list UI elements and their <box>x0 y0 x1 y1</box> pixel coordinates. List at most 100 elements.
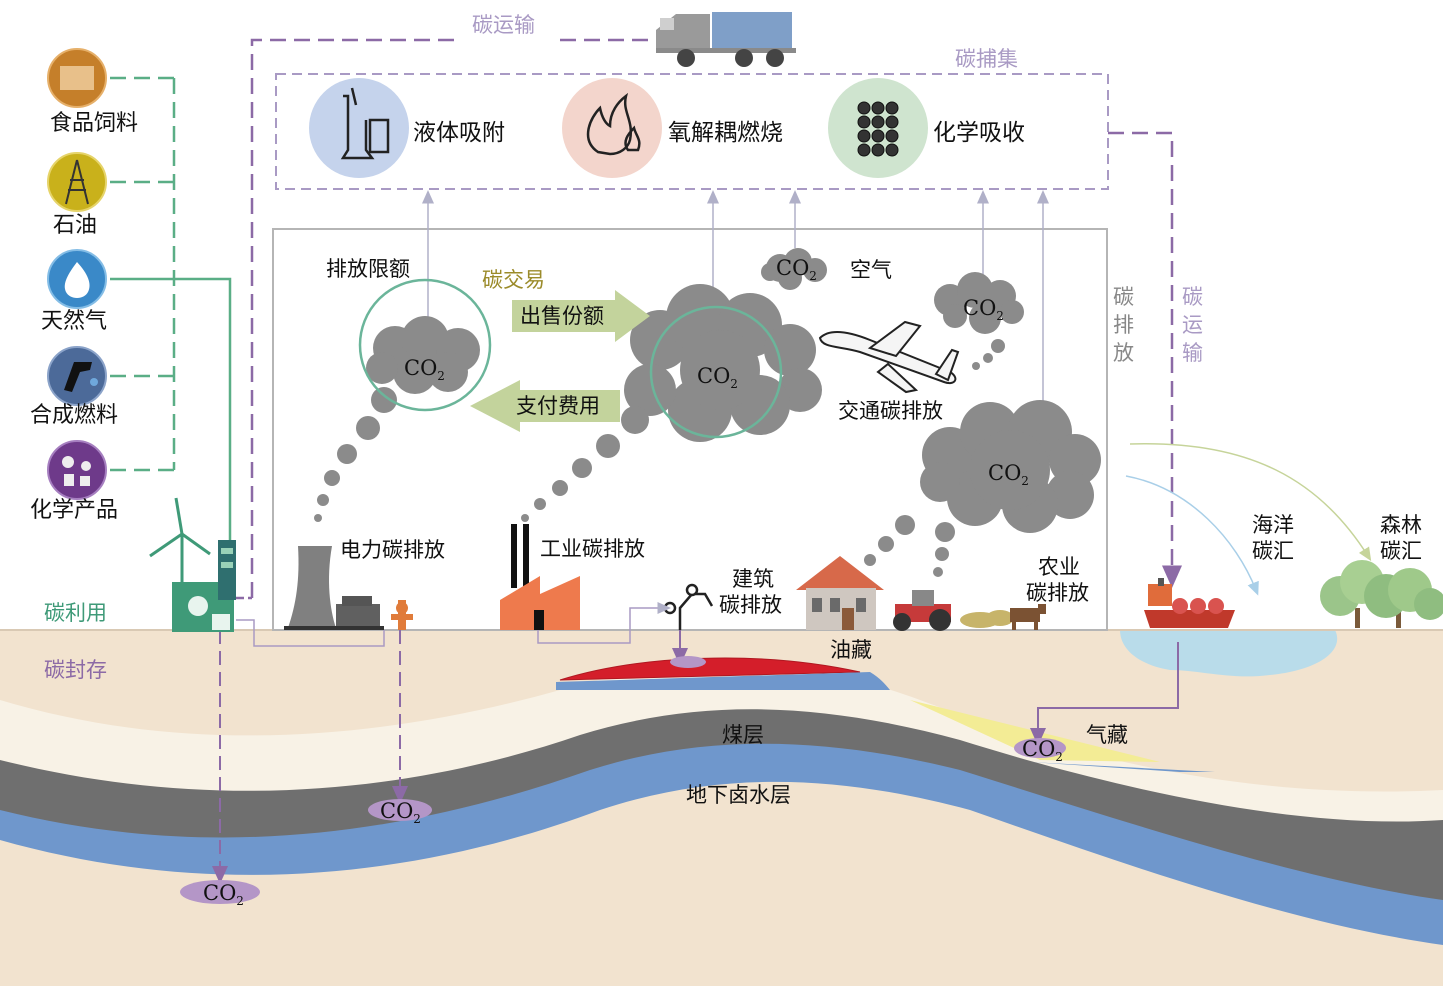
power-to-utilization-line <box>236 619 385 647</box>
gas-injection-line <box>1030 642 1179 746</box>
gas-reservoir-label: 气藏 <box>1086 723 1128 747</box>
co2-label-power: CO2 <box>404 356 445 383</box>
industrial-emission-label: 工业碳排放 <box>540 537 645 561</box>
underground-layers <box>0 630 1443 986</box>
building-cloud <box>920 400 1101 533</box>
sea <box>1120 630 1338 677</box>
forest-sink-arrow <box>1129 442 1372 562</box>
utilization-plant-icon <box>172 540 236 632</box>
wind-turbine-icon <box>149 497 211 590</box>
molecule-lattice-icon <box>857 101 899 157</box>
ship-icon <box>1144 578 1235 628</box>
valve-icon <box>391 600 413 630</box>
power-plant-icon <box>284 546 384 630</box>
carbon-transport-vertical-label: 碳运输 <box>1182 285 1203 365</box>
building-emission-label-line1: 建筑 <box>732 567 774 591</box>
carbon-emission-vertical-label: 碳排放 <box>1113 285 1134 365</box>
ocean-sink-arrow <box>1125 475 1259 596</box>
product-natural-gas: 天然气 <box>41 249 107 334</box>
gas-co2-label: CO2 <box>1022 737 1063 764</box>
oil-water-layer <box>556 672 890 690</box>
carbon-transport-top-label: 碳运输 <box>472 13 535 37</box>
absorber-icon <box>340 87 390 160</box>
storage-label: 碳封存 <box>44 658 107 682</box>
aquifer-label: 地下卤水层 <box>686 783 791 807</box>
ocean-sink-label-line2: 碳汇 <box>1252 539 1294 563</box>
product-natural-gas-label: 天然气 <box>41 309 107 334</box>
oil-co2-bubble <box>670 656 706 668</box>
trade-ring <box>649 305 783 439</box>
quota-ring <box>358 278 492 412</box>
coal-seam-label: 煤层 <box>722 723 764 747</box>
product-chemicals-label: 化学产品 <box>30 498 118 523</box>
gas-product-line <box>110 277 232 540</box>
aquifer-co2-bubble <box>180 880 260 904</box>
capture-box <box>275 73 1109 190</box>
clouds <box>314 248 1101 577</box>
hay-icon <box>960 610 1014 628</box>
co2-label-building: CO2 <box>988 461 1029 488</box>
emission-box <box>272 228 1108 631</box>
pay-arrow <box>470 380 620 432</box>
oil-reservoir-label: 油藏 <box>830 638 872 662</box>
coal-co2-label: CO2 <box>380 799 421 826</box>
puff-trail-power <box>314 387 397 522</box>
transport-emission-label: 交通碳排放 <box>838 399 943 423</box>
aquifer-co2-label: CO2 <box>203 881 244 908</box>
house-icon <box>796 556 884 630</box>
puff-trail-transport <box>972 339 1005 370</box>
product-chemicals: 化学产品 <box>30 440 118 523</box>
ocean-sink-label-line1: 海洋 <box>1252 513 1294 537</box>
forest-sink-label-line1: 森林 <box>1380 513 1422 537</box>
coal-co2-bubble <box>368 799 432 821</box>
product-food-feed: 食品饲料 <box>47 48 138 136</box>
oil-reservoir-shape <box>559 657 861 681</box>
tractor-icon <box>893 590 951 631</box>
puff-trail-building <box>864 515 955 577</box>
product-food-feed-label: 食品饲料 <box>50 111 138 136</box>
transport-cloud <box>934 272 1024 334</box>
product-synthetic-fuel: 合成燃料 <box>30 346 118 428</box>
oil-rig-icon <box>47 152 107 212</box>
deep-soil-layer <box>0 781 1443 986</box>
oxy-combustion-label: 氧解耦燃烧 <box>668 120 783 146</box>
gas-co2-bubble <box>1014 738 1066 758</box>
svg-text:输: 输 <box>1182 341 1203 365</box>
product-network <box>110 76 176 472</box>
factory-icon <box>500 524 580 630</box>
transport-line-left <box>250 38 460 598</box>
airplane-icon <box>818 320 960 394</box>
building-emission-label-line2: 碳排放 <box>719 593 782 617</box>
air-cloud <box>761 248 827 290</box>
transport-line-right <box>1108 131 1182 588</box>
gas-water-layer <box>1030 762 1215 772</box>
svg-text:放: 放 <box>1113 341 1134 365</box>
chemical-icon <box>47 440 107 500</box>
emission-quota-label: 排放限额 <box>326 257 410 281</box>
truck-icon <box>656 12 796 67</box>
air-label: 空气 <box>850 258 892 282</box>
co2-label-transport: CO2 <box>963 296 1004 323</box>
liquid-absorption-circle <box>309 78 409 178</box>
pay-fee-label: 支付费用 <box>516 394 600 418</box>
svg-text:排: 排 <box>1113 313 1134 337</box>
sell-quota-label: 出售份额 <box>520 304 604 328</box>
svg-text:运: 运 <box>1182 313 1203 337</box>
puff-trail-industry <box>521 406 649 522</box>
power-cloud <box>366 316 480 394</box>
product-oil-label: 石油 <box>53 213 97 238</box>
product-oil: 石油 <box>47 152 107 238</box>
flame-icon <box>586 92 641 156</box>
product-synthetic-fuel-label: 合成燃料 <box>30 403 118 428</box>
injection-line-factory <box>537 602 671 644</box>
power-emission-label: 电力碳排放 <box>340 538 445 562</box>
product-list: 食品饲料 石油 天然气 合成燃料 化学产品 <box>30 48 138 523</box>
agri-emission-label-line2: 碳排放 <box>1026 581 1089 605</box>
forest-icon <box>1320 560 1443 628</box>
co2-label-industry: CO2 <box>697 364 738 391</box>
carbon-trading-label: 碳交易 <box>482 268 545 292</box>
pump-jack-icon <box>663 583 714 630</box>
oxy-combustion-circle <box>562 78 662 178</box>
